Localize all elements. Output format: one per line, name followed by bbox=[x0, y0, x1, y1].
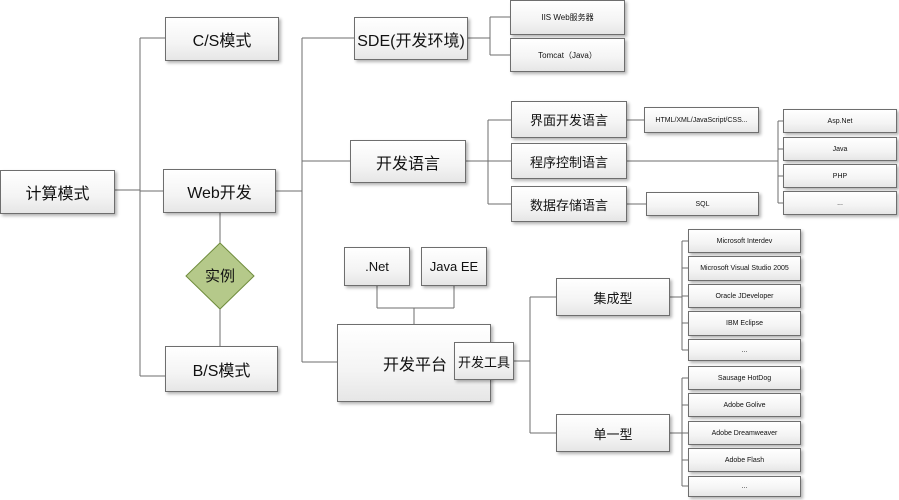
server-lang-item: Java bbox=[783, 137, 897, 161]
dev-platform-node: 开发平台 bbox=[337, 324, 491, 402]
single-tool-item: ... bbox=[688, 476, 801, 497]
root-node: 计算模式 bbox=[0, 170, 115, 214]
single-tool-item: Sausage HotDog bbox=[688, 366, 801, 390]
integrated-tool-item: Microsoft Visual Studio 2005 bbox=[688, 256, 801, 281]
ui-lang-node: 界面开发语言 bbox=[511, 101, 627, 138]
integrated-node: 集成型 bbox=[556, 278, 670, 316]
example-label: 实例 bbox=[204, 267, 235, 285]
single-tool-item: Adobe Dreamweaver bbox=[688, 421, 801, 445]
control-lang-node: 程序控制语言 bbox=[511, 143, 627, 179]
server-lang-item: ... bbox=[783, 191, 897, 215]
integrated-tool-item: ... bbox=[688, 339, 801, 361]
example-diamond bbox=[185, 242, 255, 310]
server-lang-item: Asp.Net bbox=[783, 109, 897, 133]
javaee-node: Java EE bbox=[421, 247, 487, 286]
tomcat-node: Tomcat（Java） bbox=[510, 38, 625, 72]
integrated-tool-item: IBM Eclipse bbox=[688, 311, 801, 336]
sql-node: SQL bbox=[646, 192, 759, 216]
cs-mode-node: C/S模式 bbox=[165, 17, 279, 61]
iis-node: IIS Web服务器 bbox=[510, 0, 625, 35]
single-node: 单一型 bbox=[556, 414, 670, 452]
integrated-tool-item: Microsoft Interdev bbox=[688, 229, 801, 253]
ui-lang-items-node: HTML/XML/JavaScript/CSS... bbox=[644, 107, 759, 133]
web-dev-node: Web开发 bbox=[163, 169, 276, 213]
sde-node: SDE(开发环境) bbox=[354, 17, 468, 60]
bs-mode-node: B/S模式 bbox=[165, 346, 278, 392]
data-lang-node: 数据存储语言 bbox=[511, 186, 627, 222]
dev-lang-node: 开发语言 bbox=[350, 140, 466, 183]
dev-platform-label: 开发平台 bbox=[383, 357, 448, 374]
server-lang-item: PHP bbox=[783, 164, 897, 188]
integrated-tool-item: Oracle JDeveloper bbox=[688, 284, 801, 308]
single-tool-item: Adobe Golive bbox=[688, 393, 801, 417]
dev-tools-node: 开发工具 bbox=[454, 342, 514, 380]
dotnet-node: .Net bbox=[344, 247, 410, 286]
single-tool-item: Adobe Flash bbox=[688, 448, 801, 472]
